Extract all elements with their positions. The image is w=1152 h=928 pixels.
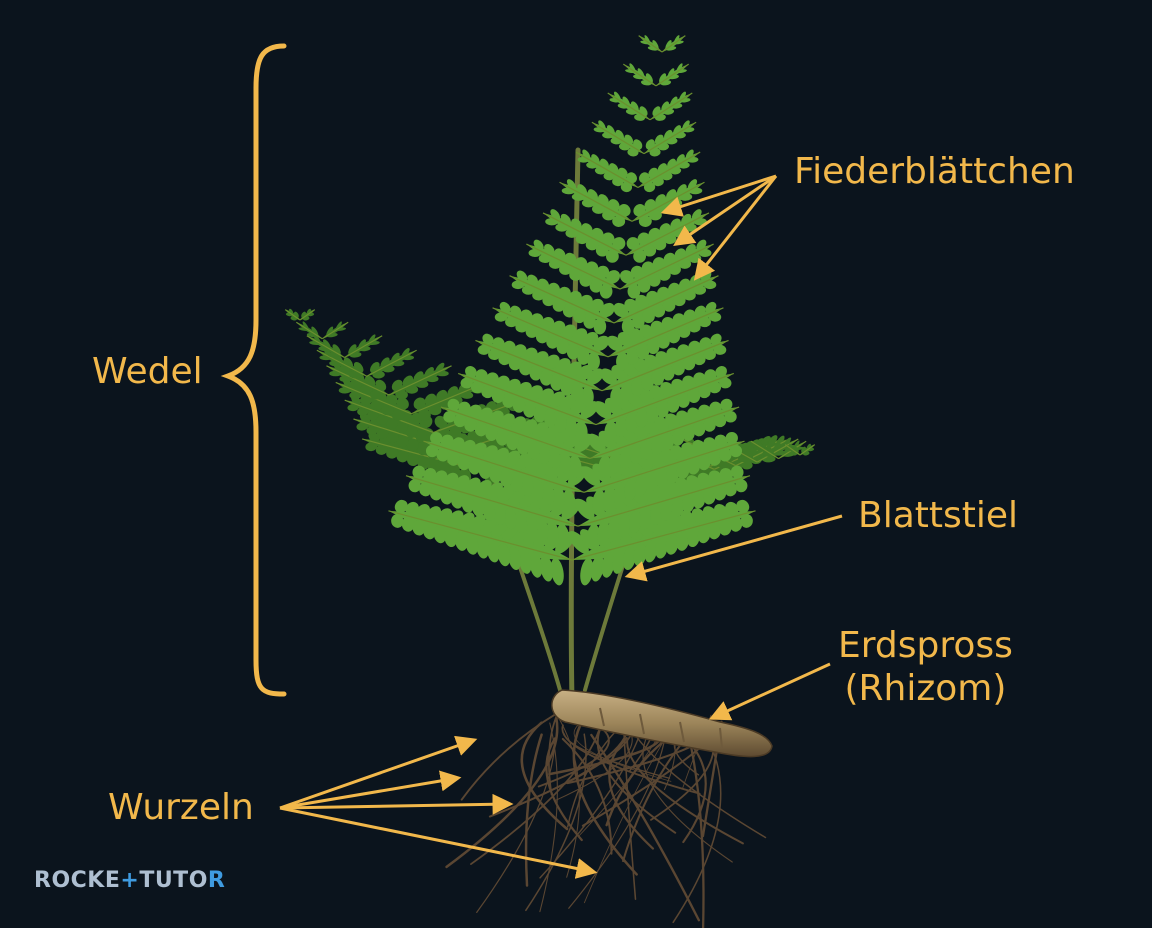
blattstiel-arrow-icon xyxy=(624,514,843,582)
frond-graphic xyxy=(284,35,816,586)
label-fiederblaettchen: Fiederblättchen xyxy=(794,151,1075,192)
arrow-icon xyxy=(660,174,777,217)
label-wurzeln: Wurzeln xyxy=(108,787,254,828)
brand-logo: ROCKE+TUTOR xyxy=(34,868,225,893)
rhizome-graphic xyxy=(551,689,773,758)
label-erdspross: Erdspross (Rhizom) xyxy=(838,624,1013,710)
label-erdspross-line1: Erdspross xyxy=(838,625,1013,666)
arrow-icon xyxy=(279,770,462,810)
arrow-icon xyxy=(279,806,598,879)
arrow-icon xyxy=(279,793,514,815)
label-blattstiel: Blattstiel xyxy=(858,495,1019,536)
arrow-icon xyxy=(279,735,478,810)
brand-part2: TUTO xyxy=(139,868,208,893)
arrow-icon xyxy=(673,174,777,246)
label-wedel: Wedel xyxy=(92,351,203,392)
brand-part3: R xyxy=(207,868,226,893)
label-erdspross-line2: (Rhizom) xyxy=(844,668,1007,710)
erdspross-arrow-icon xyxy=(708,662,831,721)
fiederblaettchen-arrows xyxy=(660,174,778,281)
arrow-icon xyxy=(693,175,778,281)
brand-plus: + xyxy=(120,868,140,893)
wurzeln-arrows xyxy=(279,735,598,879)
brand-part1: ROCKE xyxy=(34,868,121,893)
wedel-brace-icon xyxy=(220,43,287,697)
